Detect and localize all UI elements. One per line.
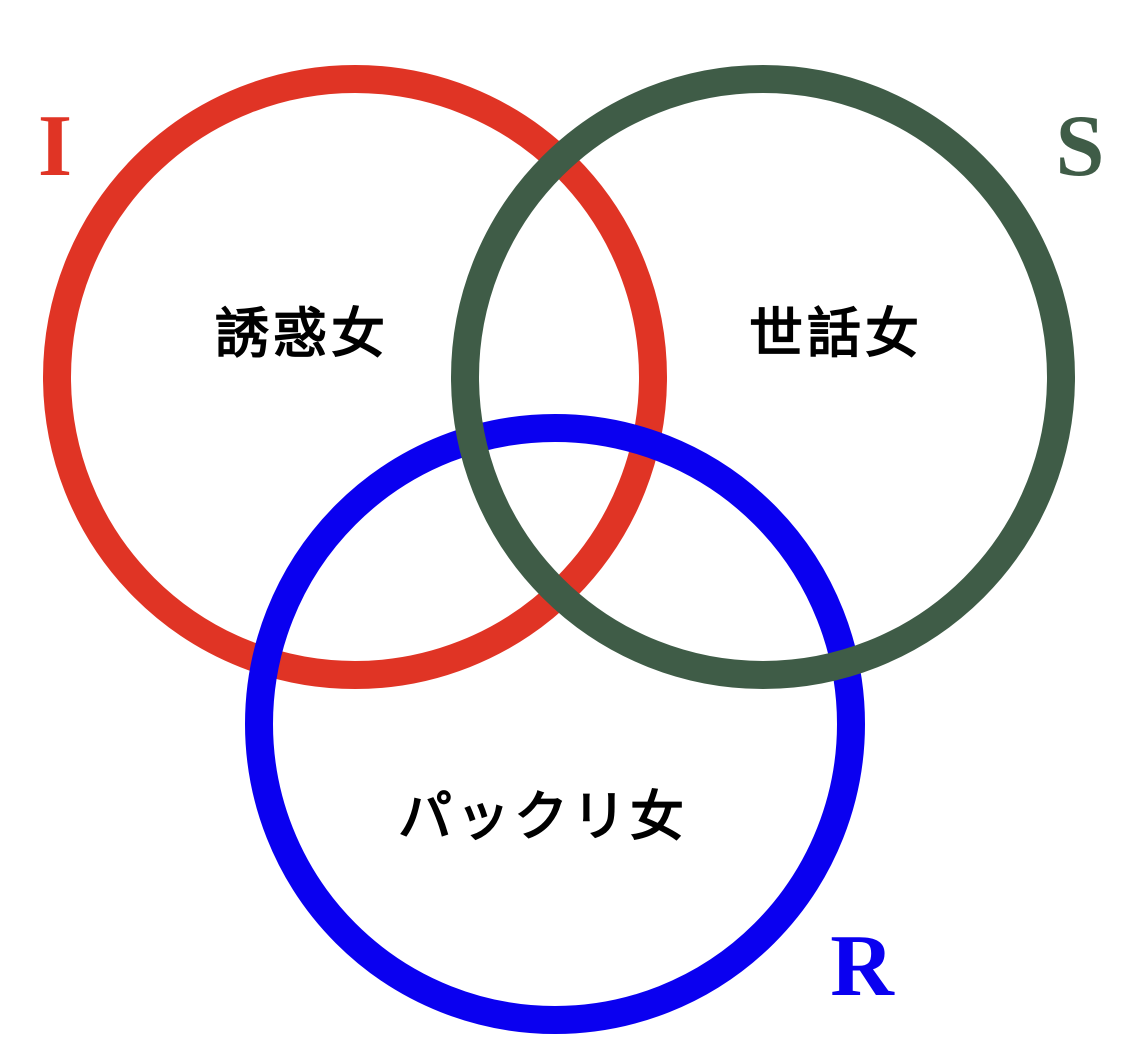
circle-i xyxy=(43,65,667,689)
circle-r xyxy=(245,414,865,1034)
letter-s: S xyxy=(1056,98,1105,195)
circle-s xyxy=(451,65,1075,689)
label-s: 世話女 xyxy=(749,302,923,365)
label-r: パックリ女 xyxy=(398,785,688,848)
letter-r: R xyxy=(830,918,895,1015)
label-i: 誘惑女 xyxy=(215,302,389,365)
letter-i: I xyxy=(38,98,72,195)
